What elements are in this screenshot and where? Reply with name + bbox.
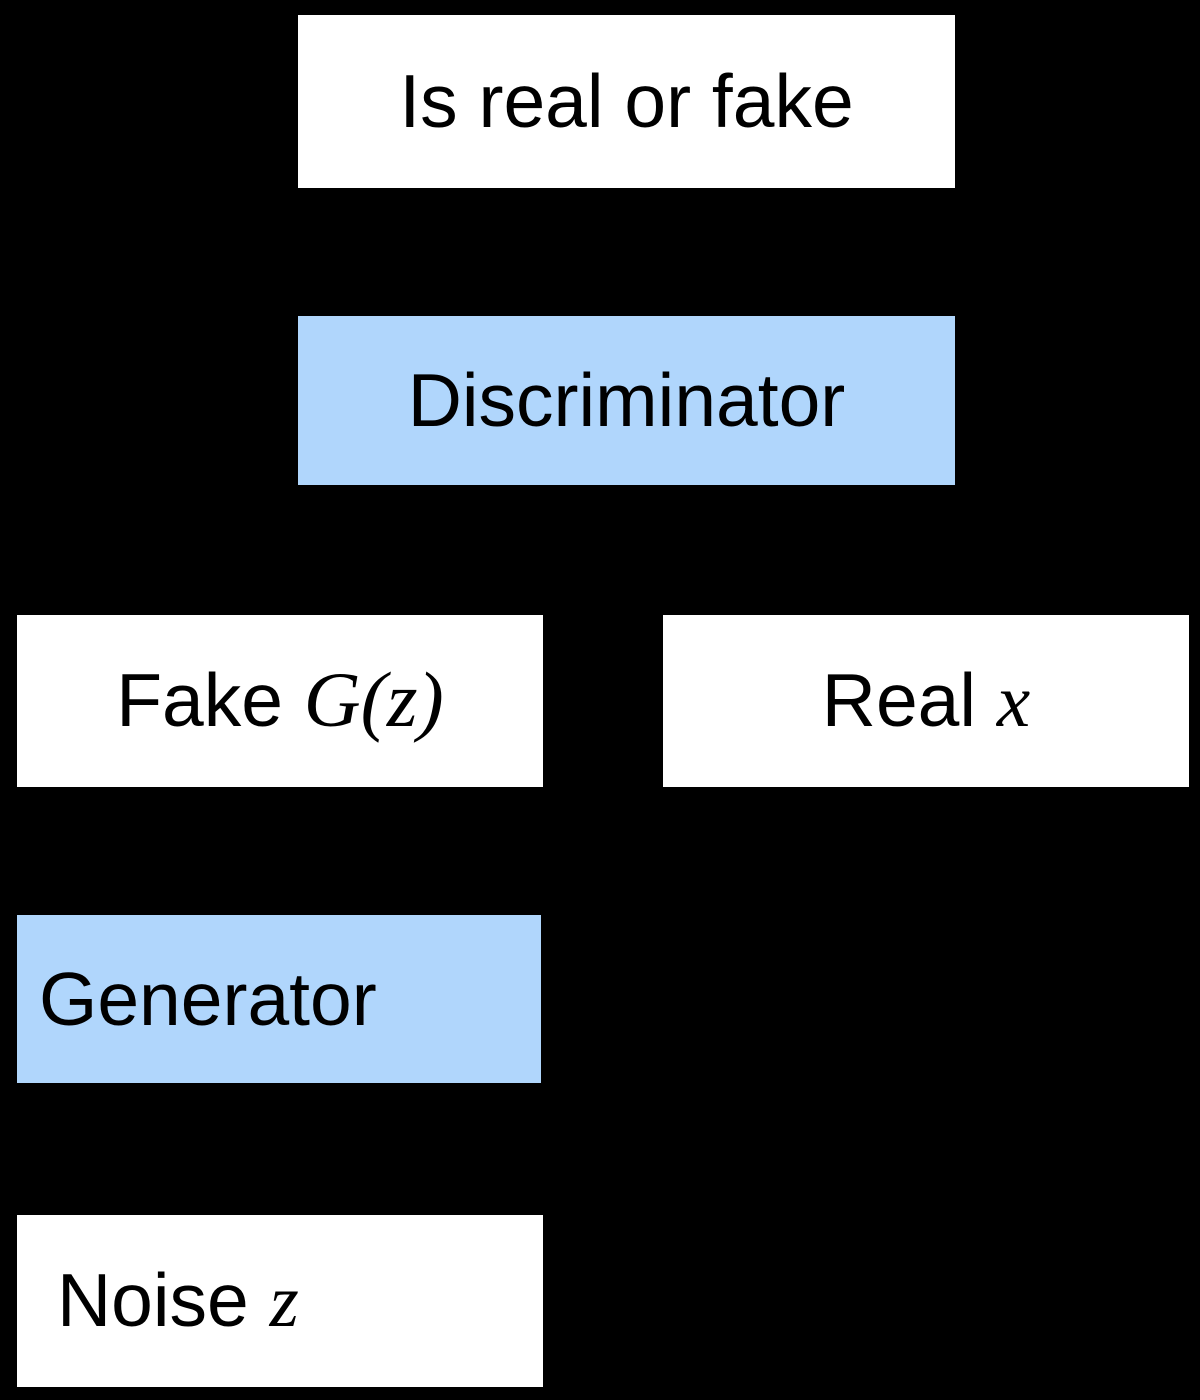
node-noise-z-text: Noise — [57, 1258, 270, 1342]
node-fake-gz[interactable]: Fake G(z) — [17, 615, 543, 787]
node-discriminator[interactable]: Discriminator — [298, 316, 955, 485]
node-is-real-or-fake[interactable]: Is real or fake — [298, 15, 955, 188]
node-fake-gz-text: Fake — [116, 657, 304, 742]
node-is-real-or-fake-label: Is real or fake — [399, 59, 854, 143]
node-real-x-text: Real — [821, 658, 997, 742]
node-real-x[interactable]: Real x — [663, 615, 1189, 787]
node-fake-gz-label: Fake G(z) — [17, 661, 543, 741]
node-fake-gz-math: G(z) — [303, 656, 444, 744]
node-discriminator-label: Discriminator — [407, 358, 846, 442]
node-real-x-label: Real x — [663, 663, 1189, 740]
node-noise-z-math: z — [269, 1260, 299, 1343]
node-generator[interactable]: Generator — [17, 915, 541, 1083]
node-real-x-math: x — [996, 660, 1031, 743]
node-generator-label: Generator — [39, 956, 377, 1041]
node-noise-z[interactable]: Noise z — [17, 1215, 543, 1387]
node-noise-z-label: Noise z — [57, 1263, 543, 1340]
